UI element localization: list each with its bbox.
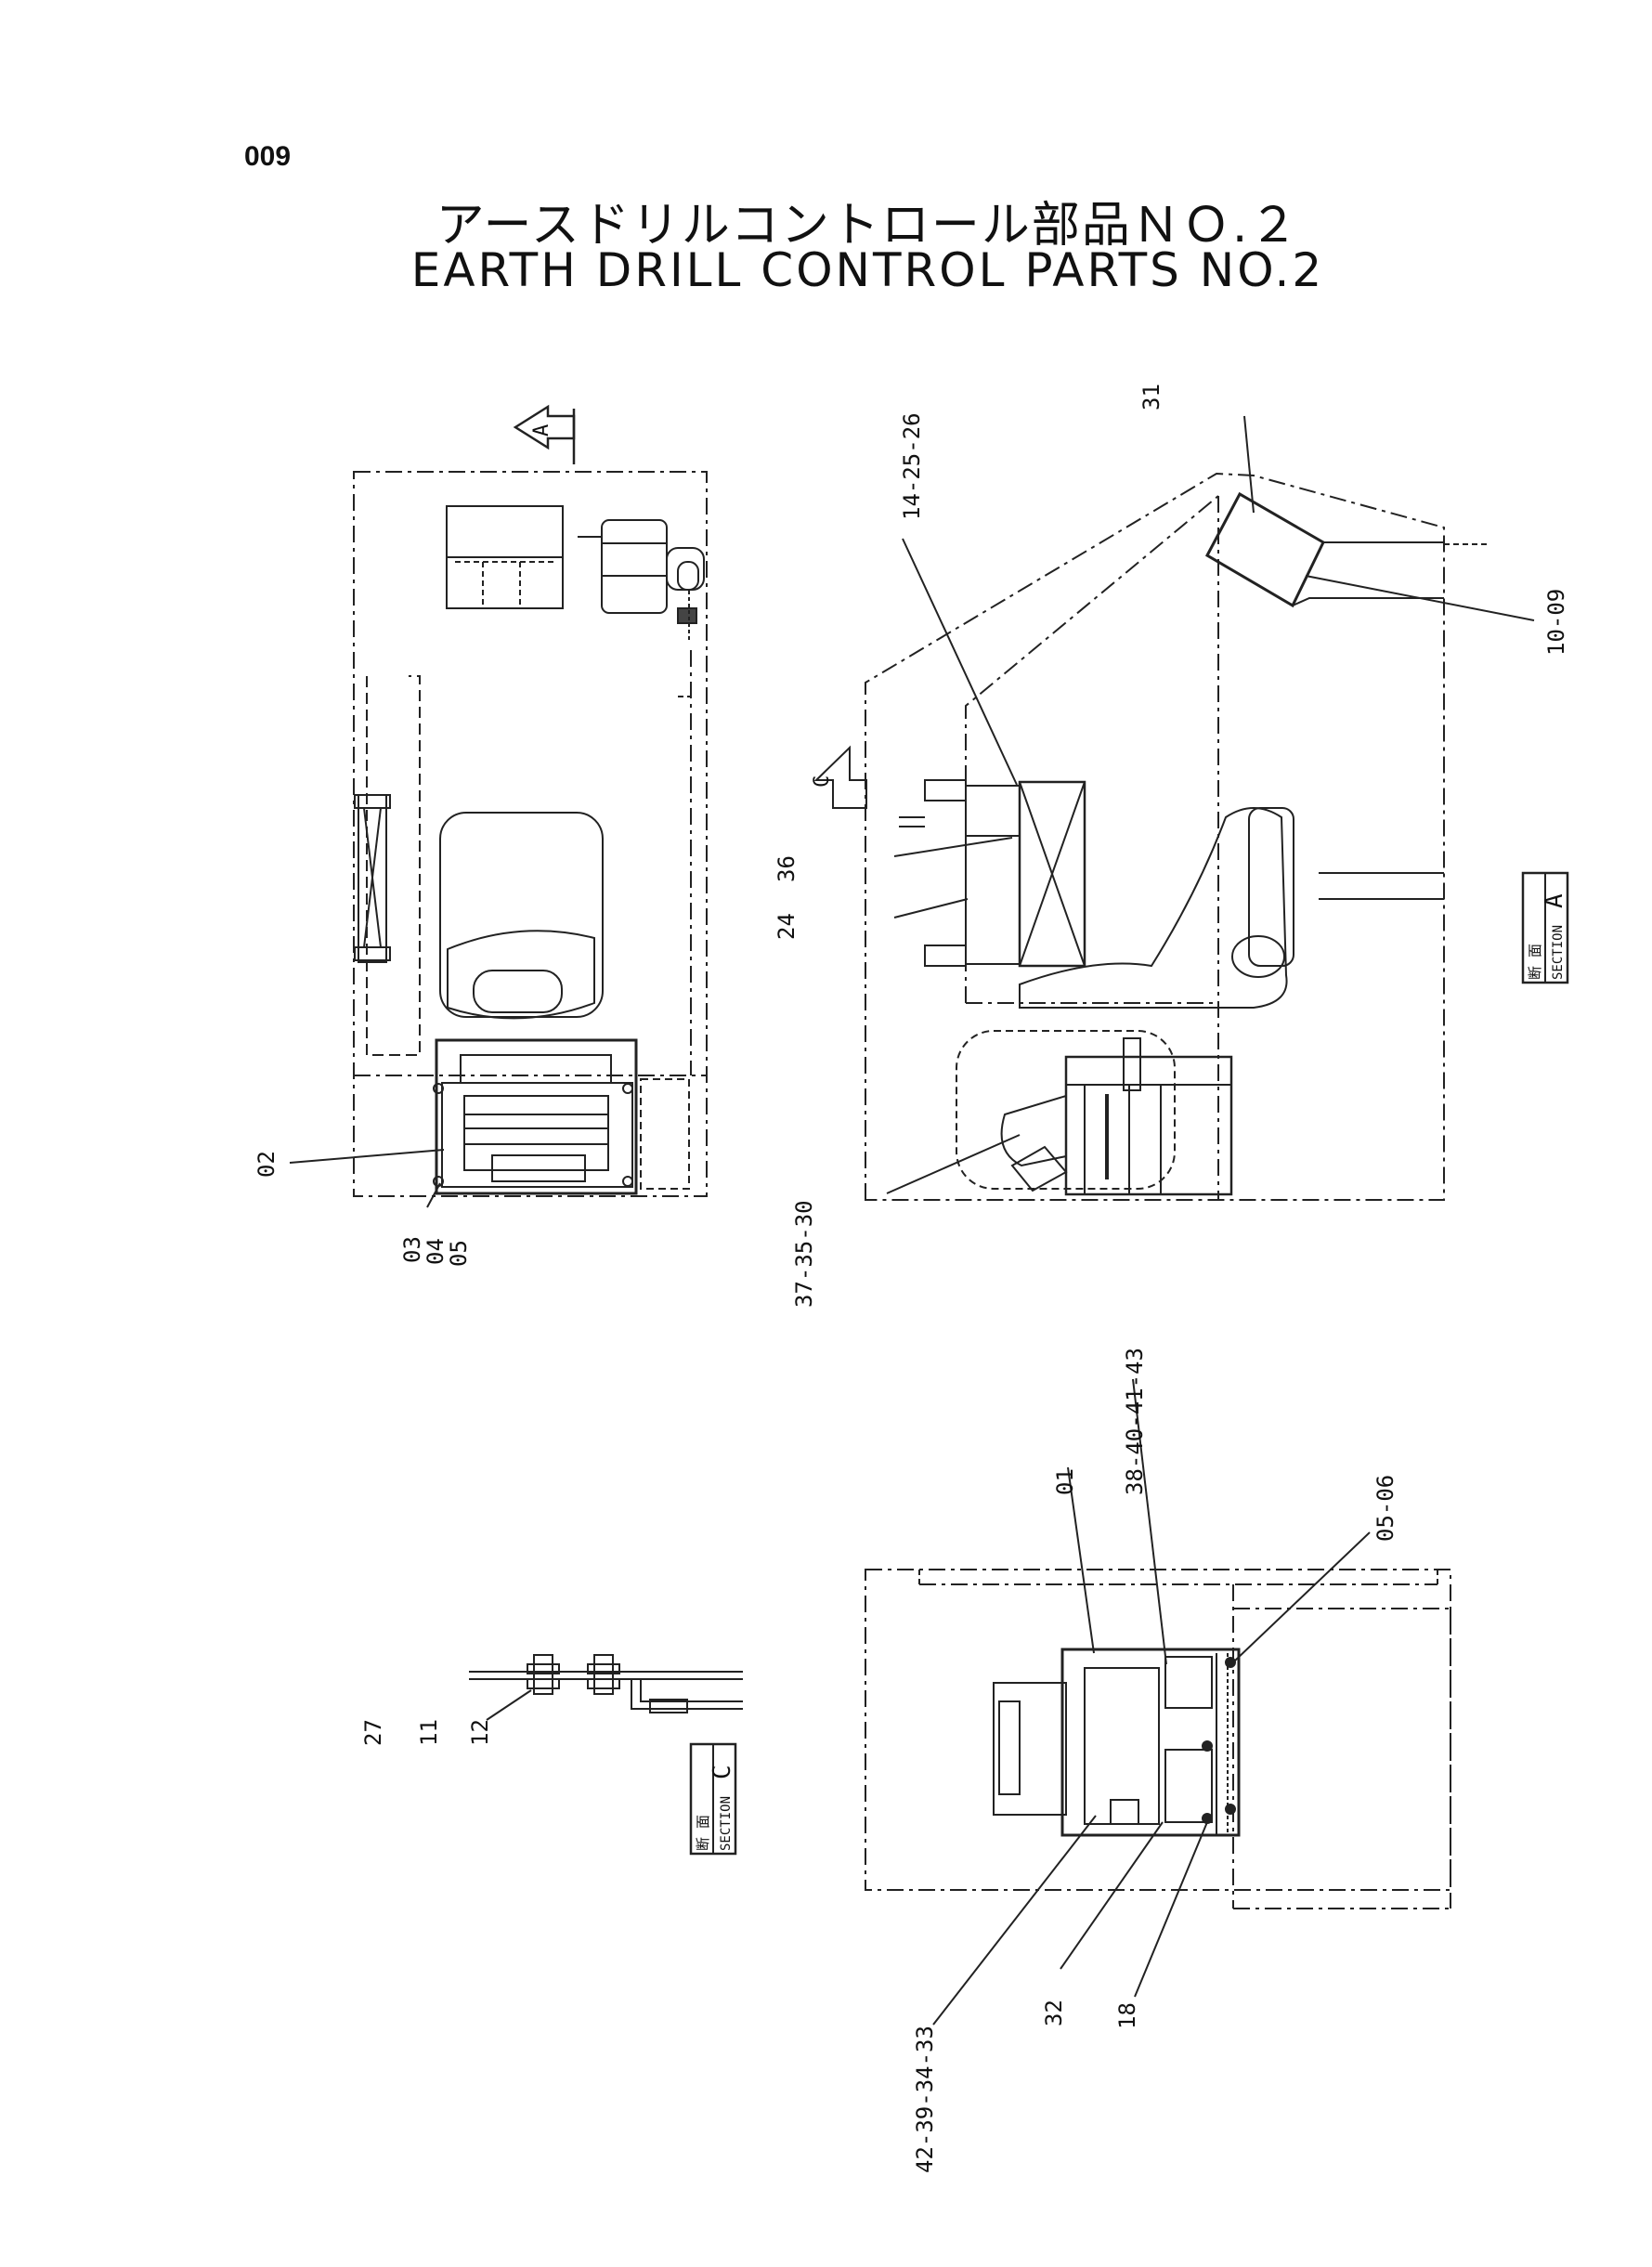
section-a-letter: A (1541, 893, 1568, 908)
front-view (865, 1378, 1451, 2026)
side-view: C (811, 415, 1535, 1201)
plan-view: A (289, 404, 708, 1208)
callout-03: 03 (399, 1236, 425, 1263)
title-japanese: アースドリルコントロール部品ＮＯ.２ (436, 198, 1300, 254)
callout-02: 02 (254, 1151, 280, 1178)
callout-12: 12 (467, 1719, 493, 1746)
view-arrow-c-letter: C (811, 775, 834, 788)
section-a-tag: 断 面 SECTION A (1521, 871, 1569, 984)
callout-01: 01 (1052, 1468, 1078, 1495)
callout-10-09: 10-09 (1543, 589, 1569, 656)
callout-42-39-34-33: 42-39-34-33 (912, 2026, 938, 2173)
view-arrow-a: A (513, 404, 576, 464)
callout-04: 04 (423, 1238, 449, 1265)
section-c-letter: C (709, 1765, 736, 1779)
callout-36: 36 (774, 855, 800, 882)
section-c-detail (469, 1654, 743, 1721)
title-english: EARTH DRILL CONTROL PARTS NO.2 (410, 243, 1325, 297)
section-c-label: SECTION (719, 1796, 734, 1851)
callout-14-25-26: 14-25-26 (899, 412, 925, 520)
section-a-jp: 断 面 (1527, 944, 1543, 980)
section-a-label: SECTION (1551, 925, 1566, 980)
callout-38-40-41-43: 38-40-41-43 (1122, 1348, 1148, 1495)
callout-24: 24 (774, 913, 800, 940)
callout-27: 27 (360, 1719, 386, 1746)
page-number: 009 (244, 141, 292, 172)
callout-32: 32 (1041, 2000, 1067, 2026)
callout-05: 05 (446, 1240, 472, 1267)
view-arrow-a-letter: A (530, 424, 553, 436)
section-c-jp: 断 面 (695, 1815, 711, 1851)
section-c-tag: 断 面 SECTION C (689, 1742, 737, 1856)
callout-11: 11 (416, 1719, 442, 1746)
callout-31: 31 (1138, 384, 1164, 410)
callout-18: 18 (1114, 2002, 1140, 2029)
view-arrow-c: C (811, 745, 867, 809)
callout-37-35-30: 37-35-30 (791, 1200, 817, 1308)
callout-05-06: 05-06 (1372, 1475, 1398, 1542)
